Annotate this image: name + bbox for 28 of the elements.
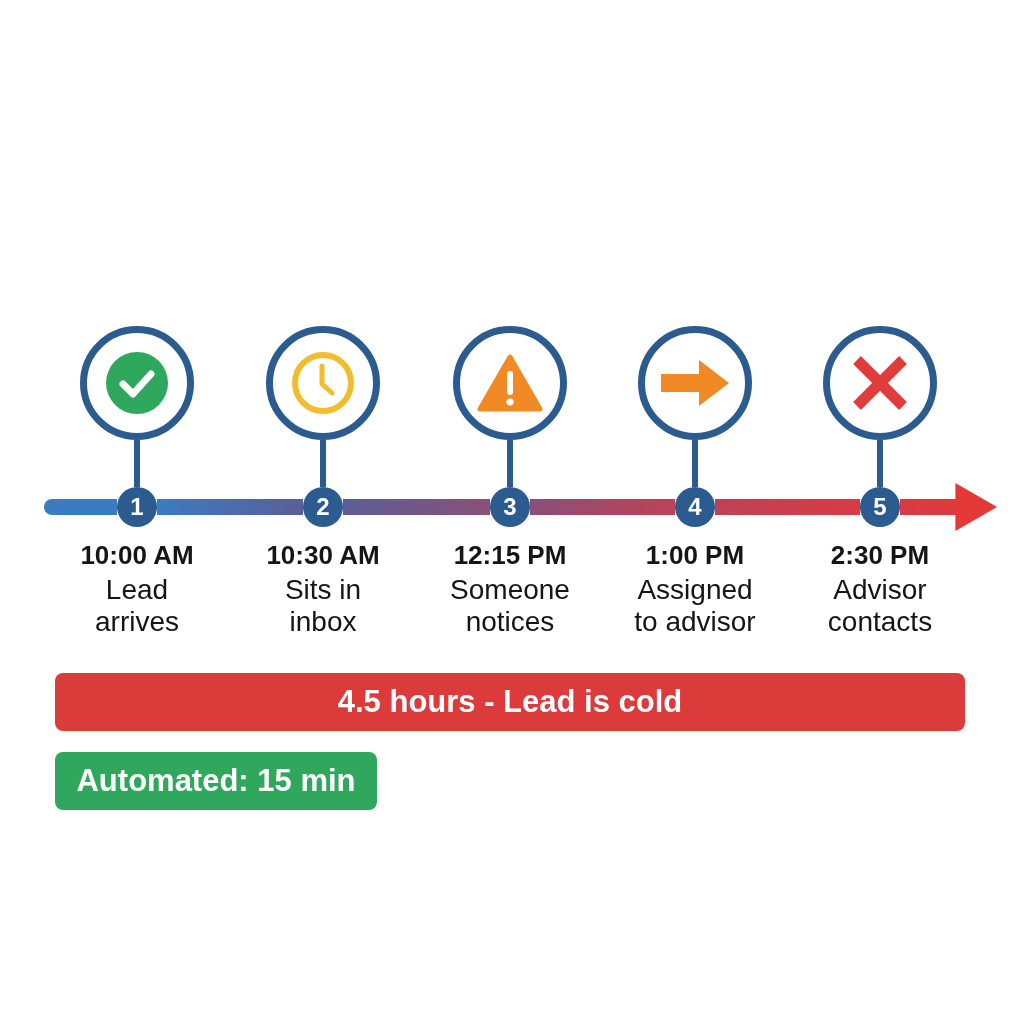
automation-banner: Automated: 15 min	[55, 752, 377, 810]
connector-line	[877, 440, 883, 487]
connector-line	[692, 440, 698, 487]
connector-line	[134, 440, 140, 487]
time-label: 2:30 PM	[830, 540, 930, 570]
step-number: 4	[675, 487, 715, 527]
step-number: 2	[303, 487, 343, 527]
timeline-segment	[715, 499, 860, 515]
step-number: 1	[117, 487, 157, 527]
delay-banner: 4.5 hours - Lead is cold	[55, 673, 965, 731]
step-description: Someone notices	[449, 574, 571, 638]
connector-line	[320, 440, 326, 487]
time-label: 1:00 PM	[645, 540, 745, 570]
step-description: Advisor contacts	[826, 574, 934, 638]
step-description: Assigned to advisor	[633, 574, 757, 638]
step-description: Sits in inbox	[283, 574, 363, 638]
timeline-segment	[343, 499, 490, 515]
time-label: 10:00 AM	[80, 540, 194, 570]
connector-line	[507, 440, 513, 487]
timeline-segment	[44, 499, 117, 515]
step-number: 5	[860, 487, 900, 527]
timeline-arrow	[900, 483, 997, 531]
time-label: 10:30 AM	[266, 540, 380, 570]
time-label: 12:15 PM	[453, 540, 567, 570]
step-description: Lead arrives	[94, 574, 180, 638]
timeline-segment	[530, 499, 675, 515]
step-number: 3	[490, 487, 530, 527]
timeline-segment	[157, 499, 303, 515]
